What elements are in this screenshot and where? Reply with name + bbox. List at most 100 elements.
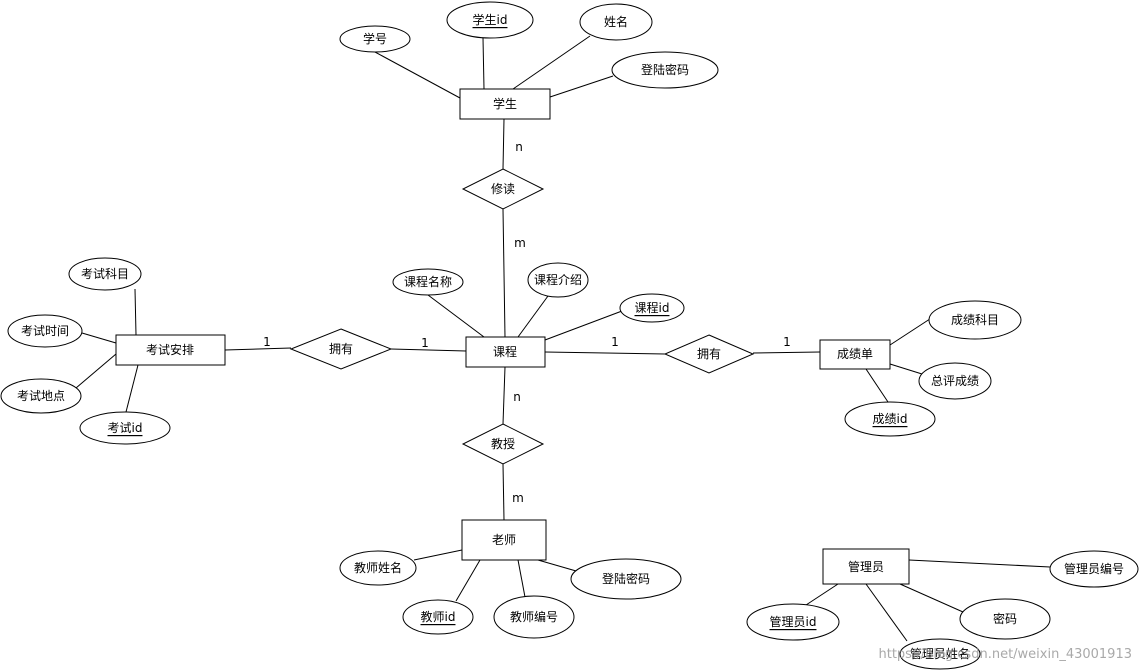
attribute-exam-time: 考试时间 bbox=[7, 314, 83, 348]
attribute-ellipse bbox=[959, 598, 1051, 640]
attribute-label: 考试科目 bbox=[81, 266, 129, 281]
attribute-ellipse bbox=[579, 3, 653, 41]
attribute-grade-id: 成绩id bbox=[844, 401, 936, 437]
attribute-ellipse bbox=[339, 550, 417, 586]
attribute-label: 考试时间 bbox=[21, 323, 69, 338]
entity-course: 课程 bbox=[465, 336, 546, 368]
attribute-ellipse bbox=[844, 401, 936, 437]
relationship-label: 拥有 bbox=[329, 342, 353, 356]
edge-course-name bbox=[427, 294, 485, 338]
entity-box bbox=[459, 88, 551, 120]
edge-exam-time bbox=[81, 332, 117, 344]
edge-student-id bbox=[482, 37, 485, 90]
cardinality-student-enroll: n bbox=[515, 140, 523, 154]
entity-label: 考试安排 bbox=[146, 342, 194, 357]
edge-course-intro bbox=[517, 295, 549, 338]
attribute-ellipse bbox=[928, 300, 1022, 340]
attribute-ellipse bbox=[619, 293, 685, 323]
attribute-exam-id: 考试id bbox=[79, 411, 171, 445]
attribute-label: 教师id bbox=[421, 609, 456, 624]
attribute-course-intro: 课程介绍 bbox=[527, 262, 589, 298]
edge-has-grade-sheet bbox=[752, 351, 821, 354]
edge-teach-teacher bbox=[502, 463, 505, 521]
attribute-label: 学生id bbox=[473, 12, 508, 27]
attribute-ellipse bbox=[918, 362, 992, 400]
cardinality-course-teach: n bbox=[513, 390, 521, 404]
attribute-label: 教师姓名 bbox=[354, 560, 402, 575]
attribute-ellipse bbox=[611, 51, 719, 89]
edge-course-id bbox=[544, 310, 623, 341]
attribute-ellipse bbox=[79, 411, 171, 445]
relationship-course-exam: 拥有 bbox=[289, 328, 393, 370]
edge-exam-subject bbox=[134, 288, 137, 336]
relationship-teach: 教授 bbox=[461, 423, 545, 465]
entity-student: 学生 bbox=[459, 88, 551, 120]
entity-box bbox=[465, 336, 546, 368]
entity-label: 学生 bbox=[493, 96, 517, 111]
attribute-ellipse bbox=[570, 558, 682, 600]
watermark-text: https://blog.csdn.net/weixin_43001913 bbox=[878, 647, 1132, 662]
edge-course-has-grade bbox=[544, 351, 666, 355]
attribute-label: 密码 bbox=[993, 611, 1017, 626]
edge-has-exam-schedule bbox=[224, 347, 292, 351]
attribute-ellipse bbox=[7, 314, 83, 348]
relationship-label: 拥有 bbox=[697, 347, 721, 361]
edges bbox=[75, 35, 1051, 642]
attribute-exam-place: 考试地点 bbox=[0, 378, 82, 414]
relationships: 修读 教授 拥有 拥有 bbox=[289, 168, 755, 465]
edge-enroll-course bbox=[502, 208, 506, 338]
attribute-exam-subject: 考试科目 bbox=[68, 257, 142, 291]
attribute-ellipse bbox=[339, 25, 411, 53]
attribute-label: 管理员编号 bbox=[1064, 561, 1124, 576]
cardinality-grade-side-course: 1 bbox=[611, 335, 619, 349]
attribute-label: 教师编号 bbox=[510, 609, 558, 624]
attribute-label: 姓名 bbox=[604, 14, 628, 29]
attribute-admin-password: 密码 bbox=[959, 598, 1051, 640]
attribute-course-id: 课程id bbox=[619, 293, 685, 323]
attribute-label: 课程名称 bbox=[404, 274, 452, 289]
attribute-label: 登陆密码 bbox=[602, 571, 650, 586]
relationship-course-grade: 拥有 bbox=[663, 334, 755, 374]
entity-box bbox=[461, 519, 547, 561]
attribute-course-name: 课程名称 bbox=[392, 268, 464, 296]
attribute-ellipse bbox=[0, 378, 82, 414]
attribute-student-password: 登陆密码 bbox=[611, 51, 719, 89]
attribute-label: 总评成绩 bbox=[931, 374, 979, 388]
edge-grade-subject bbox=[889, 314, 937, 346]
relationship-label: 教授 bbox=[491, 436, 515, 451]
cardinality-exam-side-course: 1 bbox=[421, 336, 429, 350]
edge-grade-id bbox=[865, 368, 889, 403]
attribute-teacher-password: 登陆密码 bbox=[570, 558, 682, 600]
attribute-ellipse bbox=[446, 1, 534, 39]
entity-teacher: 老师 bbox=[461, 519, 547, 561]
edge-admin-number bbox=[908, 559, 1051, 568]
cardinality-exam-side-exam: 1 bbox=[263, 335, 271, 349]
relationship-label: 修读 bbox=[491, 181, 515, 196]
attribute-ellipse bbox=[527, 262, 589, 298]
edge-grade-total bbox=[889, 363, 923, 375]
entity-box bbox=[115, 334, 226, 366]
edge-teacher-name bbox=[413, 549, 463, 561]
edge-exam-place bbox=[75, 353, 117, 389]
attribute-ellipse bbox=[746, 603, 840, 641]
attribute-admin-number: 管理员编号 bbox=[1049, 550, 1139, 588]
edge-course-has-exam bbox=[390, 348, 467, 352]
attribute-label: 管理员id bbox=[770, 614, 817, 629]
attribute-label: 成绩id bbox=[873, 412, 908, 426]
attribute-label: 考试地点 bbox=[17, 388, 65, 403]
relationship-diamond bbox=[289, 328, 393, 370]
entity-grade-sheet: 成绩单 bbox=[819, 339, 891, 370]
attribute-grade-subject: 成绩科目 bbox=[928, 300, 1022, 340]
attribute-label: 考试id bbox=[108, 420, 143, 435]
edge-admin-name bbox=[865, 583, 908, 642]
attribute-ellipse bbox=[402, 599, 474, 635]
attribute-grade-total: 总评成绩 bbox=[918, 362, 992, 400]
relationship-diamond bbox=[461, 168, 545, 210]
attribute-admin-id: 管理员id bbox=[746, 603, 840, 641]
attribute-student-name: 姓名 bbox=[579, 3, 653, 41]
entity-label: 管理员 bbox=[848, 559, 884, 574]
attribute-teacher-name: 教师姓名 bbox=[339, 550, 417, 586]
entity-exam-schedule: 考试安排 bbox=[115, 334, 226, 366]
